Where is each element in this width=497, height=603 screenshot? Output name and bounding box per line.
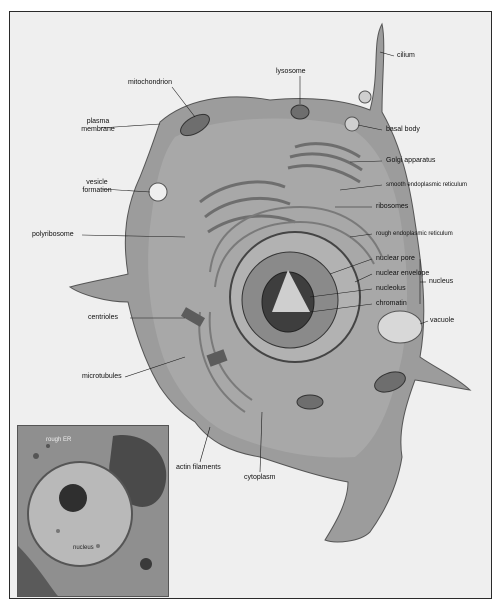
- micrograph-inset: rough ER nucleus: [17, 425, 169, 597]
- label-actin: actin filaments: [176, 464, 221, 472]
- label-nucleolus: nucleolus: [376, 285, 406, 293]
- label-nucleus: nucleus: [429, 278, 453, 286]
- label-smooth-er: smooth endoplasmic reticulum: [386, 181, 467, 189]
- label-plasma-membrane: plasma membrane: [78, 118, 118, 134]
- micrograph-label-rough-er: rough ER: [46, 436, 71, 444]
- label-nuclear-envelope: nuclear envelope: [376, 270, 429, 278]
- label-basal-body: basal body: [386, 126, 420, 134]
- micrograph-image: [18, 426, 168, 596]
- micrograph-label-nucleus: nucleus: [73, 544, 94, 552]
- label-vacuole: vacuole: [430, 317, 454, 325]
- label-golgi: Golgi apparatus: [386, 157, 435, 165]
- vesicle-shape: [149, 183, 167, 201]
- label-chromatin: chromatin: [376, 300, 407, 308]
- label-microtubules: microtubules: [82, 373, 122, 381]
- label-centrioles: centrioles: [88, 314, 118, 322]
- label-lysosome: lysosome: [276, 68, 306, 76]
- lysosome-shape: [359, 91, 371, 103]
- label-cilium: cilium: [397, 52, 415, 60]
- label-vesicle: vesicle formation: [80, 179, 114, 195]
- label-cytoplasm: cytoplasm: [244, 474, 276, 482]
- label-mitochondrion: mitochondrion: [128, 79, 172, 87]
- label-nuclear-pore: nuclear pore: [376, 255, 415, 263]
- label-rough-er: rough endoplasmic reticulum: [376, 230, 453, 238]
- label-ribosomes: ribosomes: [376, 203, 408, 211]
- illustration-frame: cilium lysosome mitochondrion plasma mem…: [9, 11, 492, 599]
- label-polyribosome: polyribosome: [32, 231, 74, 239]
- basal-body-shape: [345, 117, 359, 131]
- vacuole-shape: [378, 311, 422, 343]
